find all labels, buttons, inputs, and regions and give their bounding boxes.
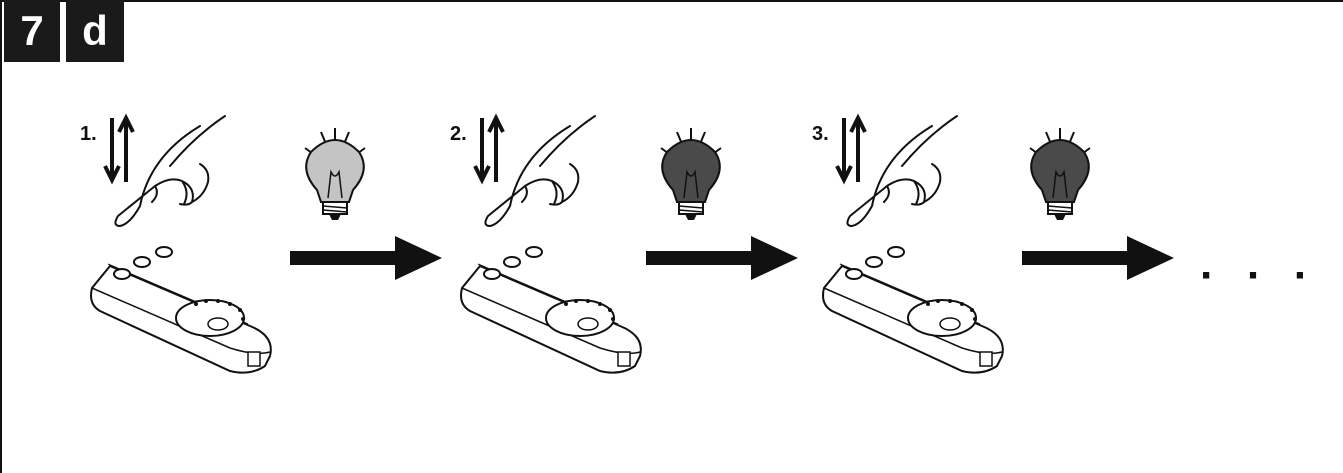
bulb-glass (1030, 138, 1090, 203)
section-letter-badge: d (66, 0, 124, 62)
step-3: 3. (812, 115, 1174, 374)
step-2-label: 2. (450, 123, 467, 145)
frame-top-border (0, 0, 1343, 2)
right-arrow-icon (646, 236, 798, 280)
step-2: 2. (450, 115, 798, 374)
continuation-ellipsis: · · · · (1200, 251, 1343, 300)
step-1-label: 1. (80, 123, 97, 145)
light-bulb-icon (304, 128, 366, 220)
step-1: 1. (80, 115, 442, 374)
light-bulb-icon (660, 128, 722, 220)
up-down-arrows-icon (103, 116, 135, 184)
up-down-arrows-icon (835, 116, 867, 184)
frame-left-border (0, 0, 2, 473)
right-arrow-icon (1022, 236, 1174, 280)
step-3-label: 3. (812, 123, 829, 145)
right-arrow-icon (290, 236, 442, 280)
up-down-arrows-icon (473, 116, 505, 184)
remote-control-icon (90, 246, 272, 374)
light-bulb-icon (1029, 128, 1091, 220)
section-number-badge: 7 (4, 0, 60, 62)
remote-control-icon (822, 246, 1004, 374)
bulb-glass (305, 138, 365, 203)
bulb-glass (661, 138, 721, 203)
remote-control-icon (460, 246, 642, 374)
